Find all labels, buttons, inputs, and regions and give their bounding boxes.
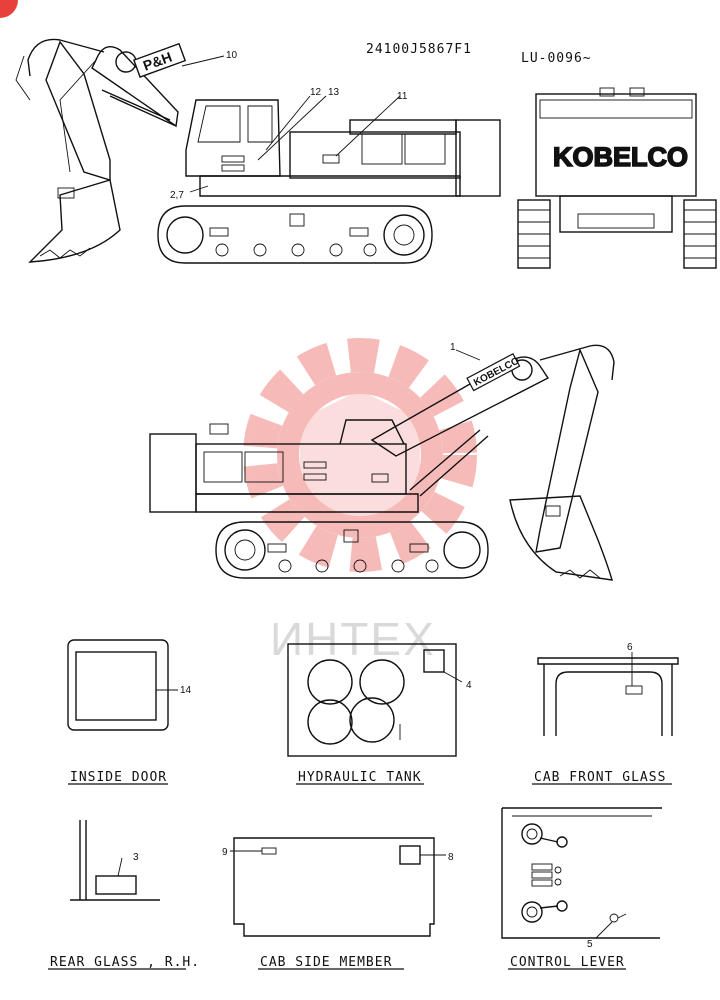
callout-6: 6 [627, 642, 633, 653]
detail-cab-front-glass [537, 652, 679, 736]
decal-11-marker [322, 154, 340, 164]
label-inside-door: INSIDE DOOR [70, 770, 167, 785]
detail-hydraulic-tank [287, 643, 463, 757]
callout-2-7: 2,7 [170, 190, 184, 201]
callout-14: 14 [180, 685, 192, 696]
callout-5: 5 [587, 939, 593, 950]
detail-control-lever [501, 807, 662, 939]
label-cab-front-glass: CAB FRONT GLASS [534, 770, 666, 785]
callout-9: 9 [222, 847, 228, 858]
label-control-lever: CONTROL LEVER [510, 955, 625, 970]
callout-8: 8 [448, 852, 454, 863]
detail-cab-side-member [230, 837, 446, 937]
callout-1: 1 [450, 342, 456, 353]
serial-range: LU-0096~ [521, 51, 592, 66]
callout-3: 3 [133, 852, 139, 863]
label-hydraulic-tank: HYDRAULIC TANK [298, 770, 422, 785]
callout-13: 13 [328, 87, 340, 98]
kobelco-rear-decal: KOBELCO [553, 142, 688, 172]
watermark-text: ИНТЕХ [270, 613, 436, 665]
detail-inside-door [67, 639, 178, 731]
callout-11: 11 [397, 91, 408, 102]
excavator-rear-view [517, 87, 717, 269]
callout-10: 10 [226, 50, 238, 61]
part-number: 24100J5867F1 [366, 42, 472, 57]
detail-rear-glass [70, 820, 160, 901]
excavator-side-view-left: P&H [15, 38, 501, 264]
excavator-side-view-right: KOBELCO [149, 344, 615, 581]
watermark-gear-icon [243, 338, 477, 572]
callout-12: 12 [310, 87, 322, 98]
label-rear-glass: REAR GLASS , R.H. [50, 955, 200, 970]
label-cab-side-member: CAB SIDE MEMBER [260, 955, 392, 970]
red-corner-badge-icon [0, 0, 18, 18]
callout-4: 4 [466, 680, 472, 691]
